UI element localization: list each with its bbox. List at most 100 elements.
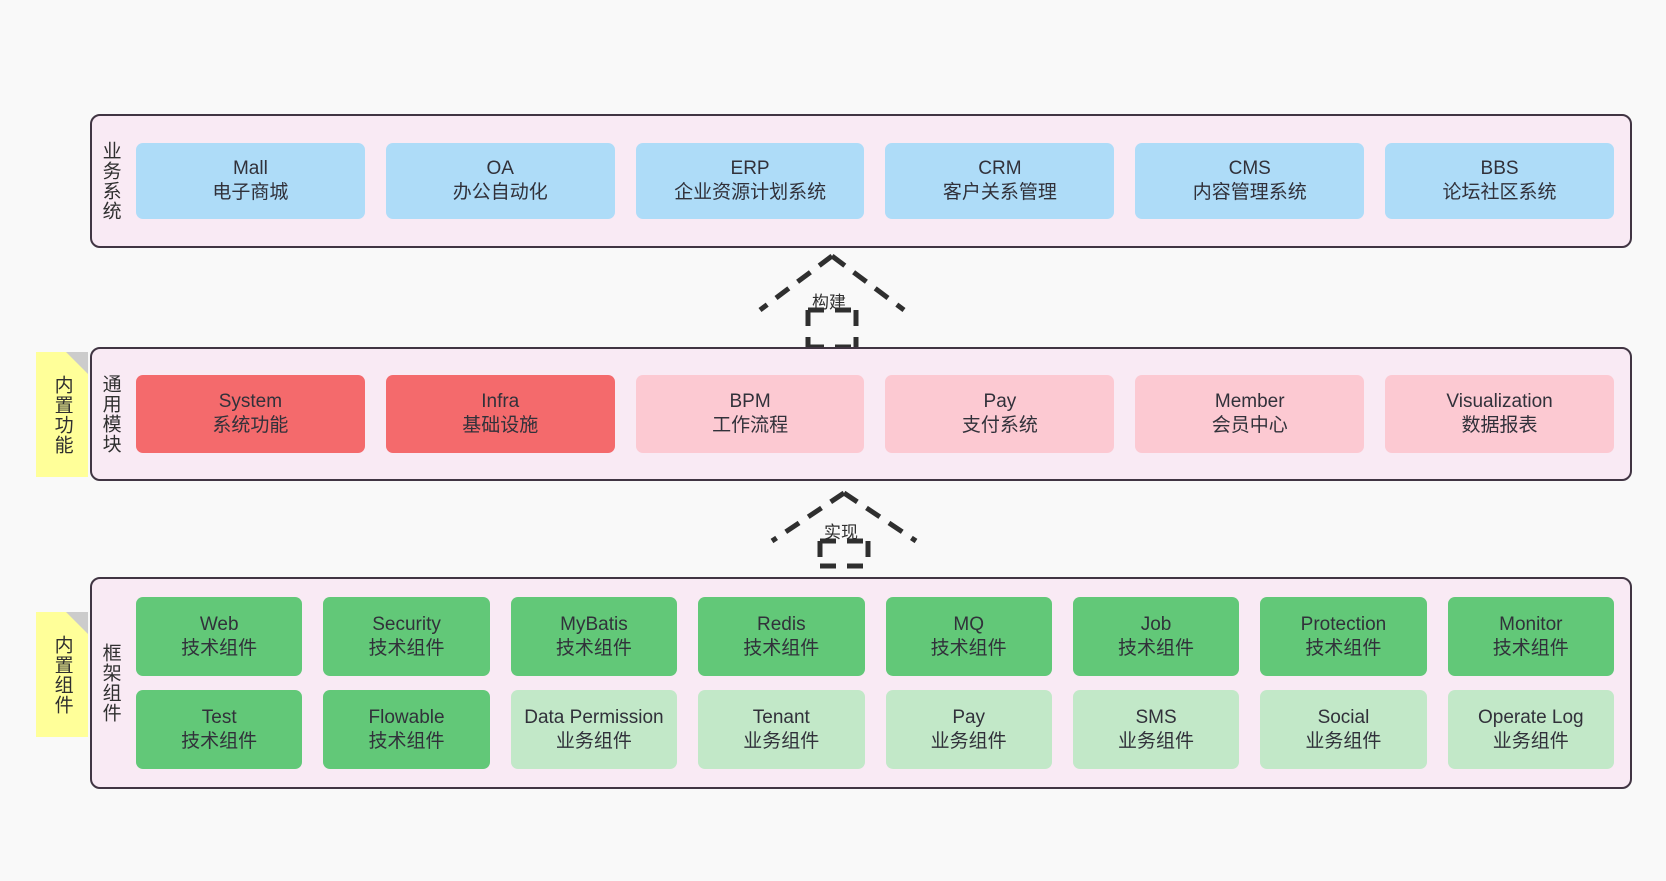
card-title: Pay xyxy=(983,391,1017,413)
card-title: Monitor xyxy=(1499,613,1563,635)
card-pay-business[interactable]: Pay 业务组件 xyxy=(885,690,1052,769)
card-title: Mall xyxy=(232,158,268,180)
card-subtitle: 技术组件 xyxy=(368,730,445,752)
card-data-permission[interactable]: Data Permission 业务组件 xyxy=(510,690,678,769)
card-title: Flowable xyxy=(368,706,445,728)
card-subtitle: 技术组件 xyxy=(743,637,820,659)
card-title: MQ xyxy=(953,613,984,635)
card-cms[interactable]: CMS 内容管理系统 xyxy=(1135,143,1365,219)
card-operate-log[interactable]: Operate Log 业务组件 xyxy=(1447,690,1614,769)
card-title: Test xyxy=(201,706,237,728)
card-subtitle: 业务组件 xyxy=(743,730,820,752)
card-subtitle: 系统功能 xyxy=(212,415,289,436)
card-subtitle: 客户关系管理 xyxy=(942,182,1057,203)
card-title: Redis xyxy=(757,613,806,635)
card-mybatis[interactable]: MyBatis 技术组件 xyxy=(510,597,678,676)
sticky-note-label: 内置功能 xyxy=(51,374,73,455)
card-title: Tenant xyxy=(752,706,810,728)
card-title: Job xyxy=(1140,613,1172,635)
card-row: Web 技术组件 Security 技术组件 MyBatis 技术组件 Redi… xyxy=(136,597,1614,676)
card-pay[interactable]: Pay 支付系统 xyxy=(885,375,1115,453)
card-job[interactable]: Job 技术组件 xyxy=(1072,597,1240,676)
card-title: Visualization xyxy=(1446,391,1553,413)
card-social[interactable]: Social 业务组件 xyxy=(1260,690,1427,769)
card-bpm[interactable]: BPM 工作流程 xyxy=(635,375,865,453)
card-title: Operate Log xyxy=(1477,706,1584,728)
card-title: BBS xyxy=(1480,158,1519,180)
card-flowable[interactable]: Flowable 技术组件 xyxy=(323,690,490,769)
card-subtitle: 企业资源计划系统 xyxy=(674,182,827,203)
card-title: Data Permission xyxy=(524,706,664,728)
card-mq[interactable]: MQ 技术组件 xyxy=(885,597,1052,676)
card-subtitle: 业务组件 xyxy=(1492,730,1569,752)
card-subtitle: 业务组件 xyxy=(1305,730,1382,752)
card-system[interactable]: System 系统功能 xyxy=(136,375,365,453)
card-subtitle: 支付系统 xyxy=(961,415,1038,436)
sticky-note-builtin-component: 内置组件 xyxy=(36,612,88,737)
card-bbs[interactable]: BBS 论坛社区系统 xyxy=(1385,143,1614,219)
card-title: Protection xyxy=(1300,613,1387,635)
card-subtitle: 技术组件 xyxy=(181,730,258,752)
card-subtitle: 技术组件 xyxy=(181,637,258,659)
card-web[interactable]: Web 技术组件 xyxy=(136,597,303,676)
card-subtitle: 业务组件 xyxy=(555,730,632,752)
card-subtitle: 技术组件 xyxy=(368,637,445,659)
layer-title-framework-component: 框架组件 xyxy=(99,643,121,723)
layer-body-business-system: Mall 电子商城 OA 办公自动化 ERP 企业资源计划系统 CRM 客户关系… xyxy=(128,116,1630,246)
card-infra[interactable]: Infra 基础设施 xyxy=(385,375,615,453)
card-title: ERP xyxy=(730,158,770,180)
card-subtitle: 技术组件 xyxy=(555,637,632,659)
layer-title-common-module: 通用模块 xyxy=(99,374,121,454)
sticky-note-label: 内置组件 xyxy=(51,634,73,715)
connector-build-label: 构建 xyxy=(812,293,846,312)
card-subtitle: 办公自动化 xyxy=(452,182,548,203)
card-subtitle: 内容管理系统 xyxy=(1192,182,1307,203)
card-title: Infra xyxy=(481,391,520,413)
layer-title-business-system: 业务系统 xyxy=(99,141,121,221)
card-crm[interactable]: CRM 客户关系管理 xyxy=(885,143,1115,219)
card-subtitle: 业务组件 xyxy=(930,730,1007,752)
card-title: CMS xyxy=(1228,158,1271,180)
card-subtitle: 会员中心 xyxy=(1211,415,1288,436)
card-subtitle: 技术组件 xyxy=(1118,637,1195,659)
card-subtitle: 业务组件 xyxy=(1118,730,1195,752)
card-member[interactable]: Member 会员中心 xyxy=(1135,375,1365,453)
card-erp[interactable]: ERP 企业资源计划系统 xyxy=(635,143,865,219)
card-title: Member xyxy=(1214,391,1285,413)
card-subtitle: 电子商城 xyxy=(212,182,289,203)
card-oa[interactable]: OA 办公自动化 xyxy=(385,143,615,219)
card-title: SMS xyxy=(1135,706,1177,728)
card-tenant[interactable]: Tenant 业务组件 xyxy=(698,690,865,769)
connector-implement-label: 实现 xyxy=(824,523,858,542)
card-title: BPM xyxy=(729,391,771,413)
card-title: Social xyxy=(1317,706,1370,728)
card-subtitle: 技术组件 xyxy=(1305,637,1382,659)
layer-body-common-module: System 系统功能 Infra 基础设施 BPM 工作流程 Pay 支付系统… xyxy=(128,349,1630,479)
card-title: System xyxy=(218,391,283,413)
card-subtitle: 基础设施 xyxy=(462,415,539,436)
card-row: System 系统功能 Infra 基础设施 BPM 工作流程 Pay 支付系统… xyxy=(136,375,1614,453)
card-protection[interactable]: Protection 技术组件 xyxy=(1260,597,1427,676)
card-title: CRM xyxy=(978,158,1022,180)
card-visualization[interactable]: Visualization 数据报表 xyxy=(1385,375,1614,453)
card-security[interactable]: Security 技术组件 xyxy=(323,597,490,676)
card-redis[interactable]: Redis 技术组件 xyxy=(698,597,865,676)
card-title: MyBatis xyxy=(560,613,628,635)
card-row: Mall 电子商城 OA 办公自动化 ERP 企业资源计划系统 CRM 客户关系… xyxy=(136,143,1614,219)
layer-business-system: 业务系统 Mall 电子商城 OA 办公自动化 ERP 企业资源计划系统 CRM… xyxy=(90,114,1632,248)
card-title: Security xyxy=(372,613,441,635)
card-subtitle: 技术组件 xyxy=(930,637,1007,659)
card-title: Web xyxy=(199,613,239,635)
card-monitor[interactable]: Monitor 技术组件 xyxy=(1447,597,1614,676)
card-title: Pay xyxy=(952,706,986,728)
card-subtitle: 工作流程 xyxy=(712,415,789,436)
sticky-note-builtin-function: 内置功能 xyxy=(36,352,88,477)
card-title: OA xyxy=(486,158,514,180)
layer-framework-component: 框架组件 Web 技术组件 Security 技术组件 MyBatis 技术组件… xyxy=(90,577,1632,789)
card-subtitle: 技术组件 xyxy=(1492,637,1569,659)
card-test[interactable]: Test 技术组件 xyxy=(136,690,303,769)
layer-body-framework-component: Web 技术组件 Security 技术组件 MyBatis 技术组件 Redi… xyxy=(128,579,1630,787)
card-sms[interactable]: SMS 业务组件 xyxy=(1072,690,1240,769)
card-mall[interactable]: Mall 电子商城 xyxy=(136,143,365,219)
card-subtitle: 论坛社区系统 xyxy=(1442,182,1557,203)
